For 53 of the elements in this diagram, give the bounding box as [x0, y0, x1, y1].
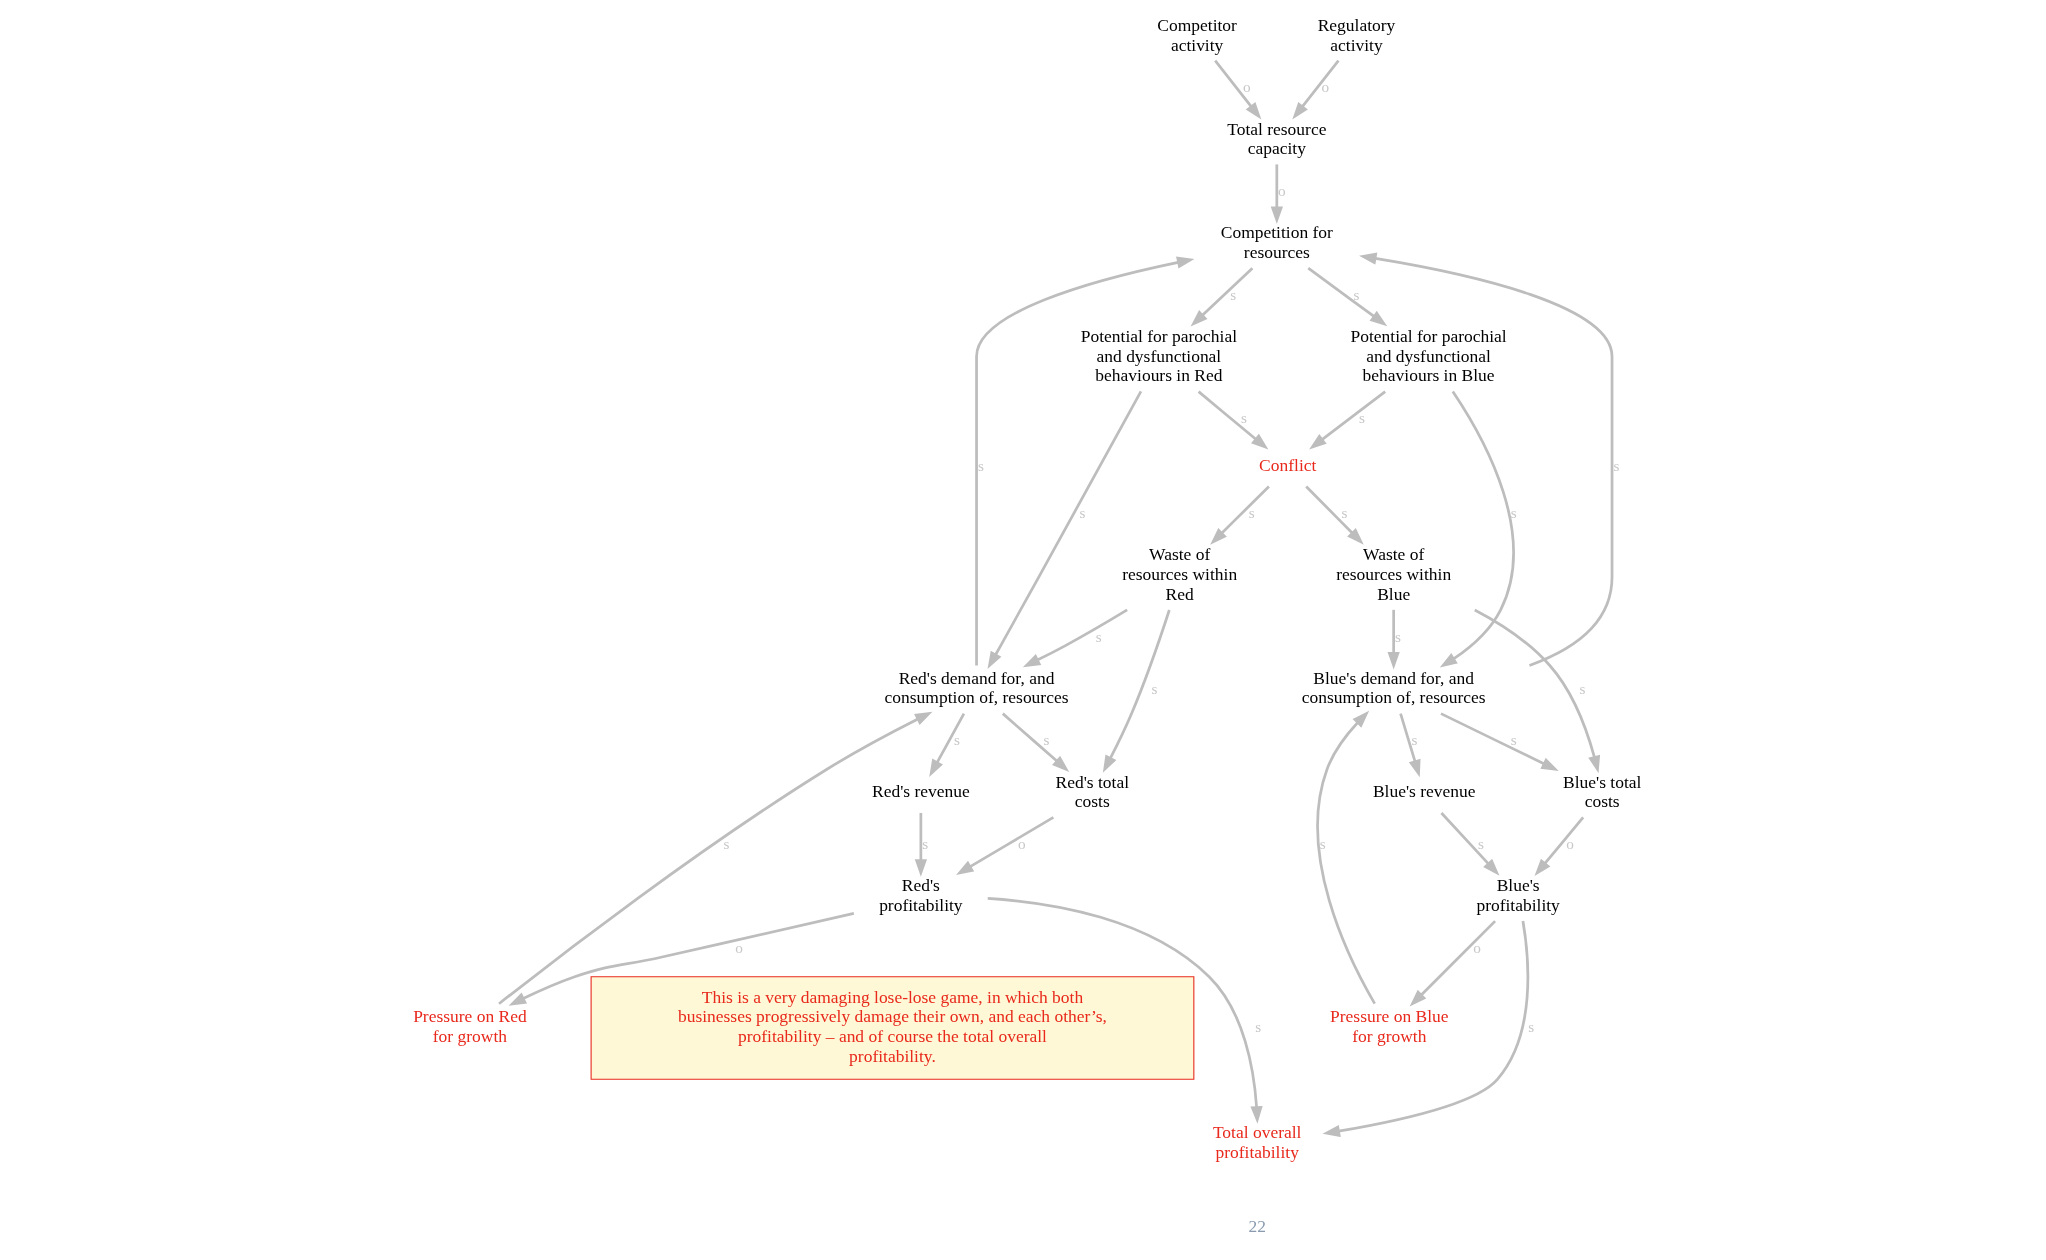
node-box: This is a very damaging lose-lose game, in which both businesses progressively damage their own, and each other’s, profitability – and of course the total overall profitability. — [590, 976, 1194, 1080]
arrow — [1022, 608, 1128, 668]
node-text: Blue's demand for, and consumption of, resources — [1301, 667, 1486, 708]
arrow — [1270, 164, 1283, 225]
arrow — [1304, 485, 1364, 545]
arrow — [1190, 267, 1253, 327]
arrow — [974, 256, 1194, 666]
node-text: Regulatory activity — [1317, 14, 1395, 55]
arrow — [1439, 712, 1559, 771]
arrow — [955, 816, 1054, 876]
node-text: Competition for resources — [1220, 222, 1333, 262]
arrow — [1439, 390, 1515, 668]
arrow — [1001, 712, 1069, 772]
node-text: Pressure on Blue for growth — [1329, 1006, 1448, 1046]
arrow — [1439, 812, 1500, 876]
arrow — [1322, 920, 1529, 1137]
node-text: Blue's total costs — [1562, 771, 1641, 812]
arrow — [1387, 609, 1400, 670]
arrow — [1291, 59, 1340, 120]
node-text: Waste of resources within Red — [1121, 544, 1237, 604]
node-text: Potential for parochial and dysfunctional behaviours in Blue — [1350, 326, 1507, 386]
node-text: Red's profitability — [878, 875, 963, 915]
node-text: Blue's revenue — [1372, 781, 1476, 802]
arrow — [497, 711, 932, 1005]
label: 22 — [1247, 1215, 1266, 1236]
node-text: Red's total costs — [1055, 771, 1129, 812]
arrow — [1308, 390, 1386, 450]
arrow — [1358, 252, 1613, 667]
arrow — [914, 812, 927, 877]
node-text: Competitor activity — [1156, 14, 1237, 55]
arrow — [1473, 608, 1600, 774]
arrow — [1409, 920, 1496, 1007]
arrow — [1306, 267, 1387, 327]
node-text: Total resource capacity — [1226, 118, 1326, 159]
arrow — [1315, 710, 1376, 1005]
node-text: Potential for parochial and dysfunctional behaviours in Red — [1080, 326, 1237, 386]
node-text: Pressure on Red for growth — [412, 1006, 527, 1046]
node-text: Total overall profitability — [1212, 1122, 1301, 1162]
arrow — [1213, 59, 1261, 120]
arrow — [928, 713, 965, 777]
arrow — [1209, 485, 1270, 545]
arrow — [1102, 609, 1171, 773]
arrow — [1398, 713, 1421, 778]
node-text: Conflict — [1258, 454, 1316, 475]
arrow — [987, 390, 1142, 670]
node-text: Blue's profitability — [1475, 875, 1560, 915]
arrow — [508, 912, 854, 1006]
node-text: Red's revenue — [871, 781, 970, 802]
node-text: Waste of resources within Blue — [1335, 544, 1451, 604]
arrow — [1197, 390, 1268, 450]
arrow — [1534, 816, 1584, 877]
arrow — [987, 897, 1263, 1124]
node-text: Red's demand for, and consumption of, resources — [884, 667, 1068, 708]
